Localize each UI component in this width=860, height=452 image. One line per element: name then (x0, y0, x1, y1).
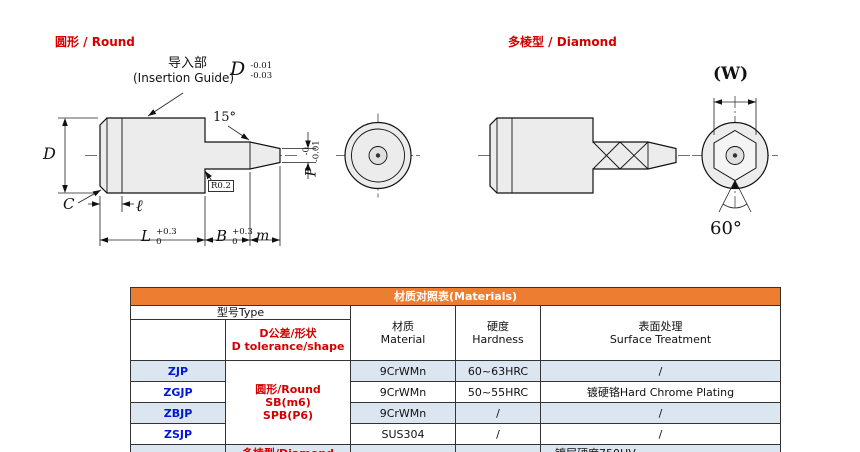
header-hardness-en: Hardness (472, 333, 524, 347)
dim-label-C: C (63, 195, 75, 213)
fillet-note: R0.2 (208, 180, 234, 192)
diamond-side-view (478, 117, 690, 194)
shape-line-3: SPB(P6) (262, 409, 314, 423)
header-hardness-cn: 硬度 (487, 319, 509, 333)
dim-label-P: P (303, 167, 320, 177)
vertex-angle-label: 60° (710, 218, 742, 239)
dim-label-guide-length: ℓ (136, 196, 143, 215)
round-section-title: 圆形 / Round (55, 35, 135, 49)
table-title: 材质对照表(Materials) (129, 287, 782, 306)
hardness-cell (455, 444, 541, 452)
header-surface-cn: 表面处理 (638, 319, 683, 333)
tol-lower: 0 (232, 237, 238, 247)
header-material-en: Material (380, 333, 426, 347)
col-header-material: 材质 Material (350, 304, 456, 362)
insertion-guide-label-en: (Insertion Guide) (133, 71, 235, 85)
surface-cell: 镀硬铬Hard Chrome Plating (539, 381, 782, 404)
guide-diameter-tolerance: D -0.01 -0.03 (230, 58, 272, 81)
tol-lower: -0.01 (311, 140, 322, 163)
dim-label-L-group: L +0.3 0 (141, 226, 177, 247)
knurl-pattern (592, 141, 649, 170)
round-shape-cell: 圆形/Round SB(m6) SPB(P6) (225, 360, 351, 446)
model-name (130, 444, 226, 452)
material-cell: 9CrWMn (350, 381, 456, 404)
material-cell: SUS304 (350, 423, 456, 446)
round-front-view (336, 113, 420, 198)
col-header-shape: D公差/形状 D tolerance/shape (225, 319, 351, 362)
model-name: ZGJP (130, 381, 226, 404)
table-row-zgjp: ZGJP 9CrWMn 50~55HRC 镀硬铬Hard Chrome Plat… (130, 381, 782, 404)
dim-label-D: D (43, 144, 56, 163)
round-side-view (58, 92, 316, 246)
table-row-zjp: ZJP 圆形/Round SB(m6) SPB(P6) 9CrWMn 60~63… (130, 360, 782, 446)
col-header-hardness: 硬度 Hardness (455, 304, 541, 362)
dim-label-L: L (141, 227, 151, 245)
table-row-partial: 多棱型/Diamond 镀层硬度750HV (130, 444, 782, 452)
hardness-cell: 50~55HRC (455, 381, 541, 404)
surface-cell: 镀层硬度750HV (539, 444, 782, 452)
diamond-shape-cell: 多棱型/Diamond (225, 444, 351, 452)
tip-angle-label: 15° (213, 110, 237, 125)
tol-upper: +0.3 (156, 227, 177, 237)
material-cell: 9CrWMn (350, 360, 456, 383)
tol-lower: -0.03 (250, 71, 273, 81)
material-cell: 9CrWMn (350, 402, 456, 425)
shape-line-1: 圆形/Round (255, 382, 321, 396)
surface-cell: / (539, 402, 782, 425)
P-tolerance: -0 -0.01 (302, 140, 322, 162)
model-name: ZJP (130, 360, 226, 383)
tol-lower: 0 (156, 237, 162, 247)
surface-cell: / (539, 423, 782, 446)
hardness-cell: / (455, 402, 541, 425)
material-cell (350, 444, 456, 452)
header-empty-cell (130, 319, 226, 362)
header-surface-en: Surface Treatment (609, 333, 712, 347)
surface-cell: / (539, 360, 782, 383)
dim-label-P-group: P -0 -0.01 (301, 136, 322, 182)
model-name: ZSJP (130, 423, 226, 446)
L-tolerance: +0.3 0 (156, 227, 177, 247)
tol-upper: -0.01 (250, 61, 273, 71)
materials-table: 材质对照表(Materials) 型号Type 材质 Material 硬度 H… (129, 287, 782, 452)
model-name: ZBJP (130, 402, 226, 425)
dim-label-B: B (216, 227, 228, 245)
tol-upper: +0.3 (232, 227, 253, 237)
dim-label-m: m (256, 228, 270, 244)
col-header-surface: 表面处理 Surface Treatment (539, 304, 782, 362)
insertion-guide-label-cn: 导入部 (168, 56, 208, 71)
width-label: (W) (713, 64, 749, 84)
diamond-section-title: 多棱型 / Diamond (508, 35, 617, 49)
shape-line-2: SB(m6) (265, 396, 311, 410)
tol-upper: -0 (301, 147, 312, 156)
header-shape-cn: D公差/形状 (259, 327, 317, 340)
header-row-1: 型号Type 材质 Material 硬度 Hardness 表面处理 Surf… (130, 304, 782, 362)
header-material-cn: 材质 (392, 319, 414, 333)
header-row-2: D公差/形状 D tolerance/shape (130, 319, 781, 362)
technical-drawing-canvas (58, 92, 778, 246)
header-shape-en: D tolerance/shape (231, 340, 345, 354)
table-title-row: 材质对照表(Materials) (129, 287, 782, 306)
dim-label-B-group: B +0.3 0 (216, 226, 253, 247)
hardness-cell: 60~63HRC (455, 360, 541, 383)
guide-dia-tol: -0.01 -0.03 (250, 61, 272, 81)
diamond-front-view (692, 96, 778, 213)
col-header-type: 型号Type (130, 304, 351, 321)
B-tolerance: +0.3 0 (232, 227, 253, 247)
hardness-cell: / (455, 423, 541, 446)
guide-dia-letter: D (230, 58, 246, 80)
